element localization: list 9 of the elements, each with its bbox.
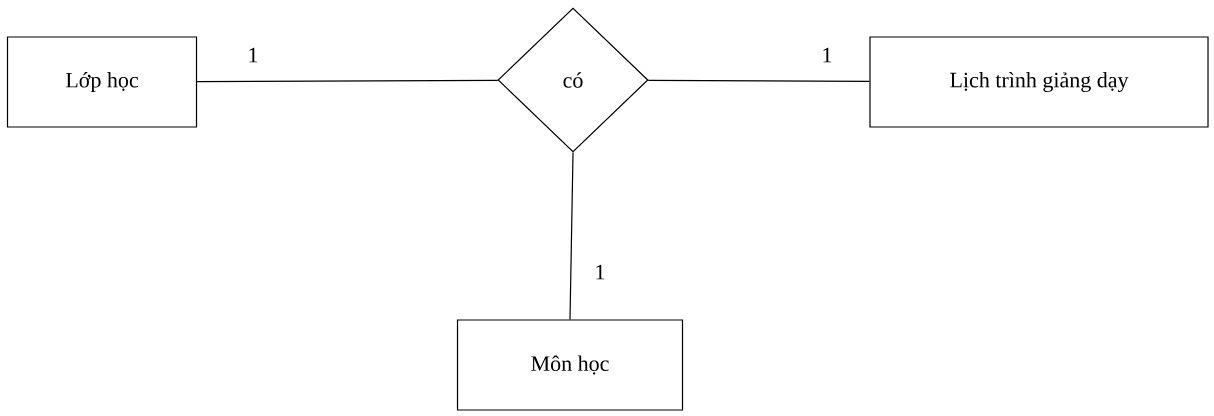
connector-line <box>647 79 870 82</box>
connector-line <box>196 79 499 83</box>
entity-box: Lớp học <box>6 36 198 128</box>
cardinality-label: 1 <box>823 47 832 63</box>
cardinality-label: 1 <box>596 264 605 280</box>
connector-line <box>569 152 574 320</box>
entity-box: Môn học <box>456 319 684 411</box>
entity-box: Lịch trình giảng dạy <box>869 36 1209 128</box>
cardinality-label: 1 <box>249 47 258 63</box>
